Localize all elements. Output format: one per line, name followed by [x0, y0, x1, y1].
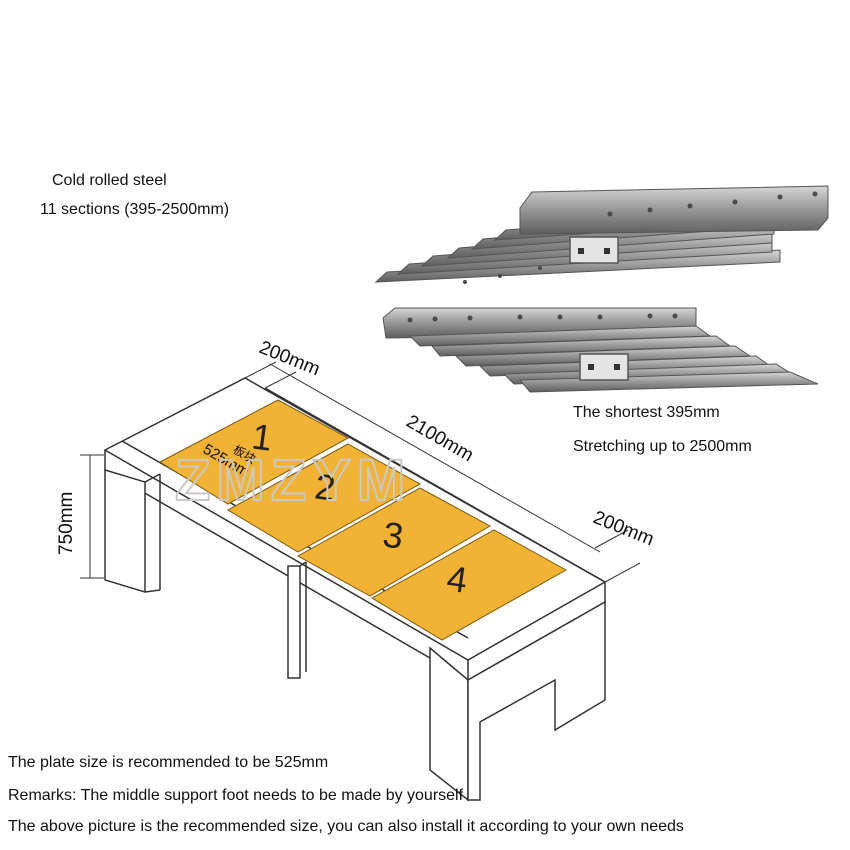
plate-3	[296, 487, 492, 597]
note-remarks: Remarks: The middle support foot needs t…	[8, 787, 464, 804]
material-label: Cold rolled steel	[52, 172, 167, 189]
table-height-label: 750mm	[56, 492, 77, 555]
rail-stretch-label: Stretching up to 2500mm	[573, 438, 752, 455]
slide-rail-upper	[374, 185, 829, 284]
note-plate-size: The plate size is recommended to be 525m…	[8, 754, 329, 771]
rail-shortest-label: The shortest 395mm	[573, 404, 720, 421]
note-recommendation: The above picture is the recommended siz…	[8, 818, 684, 835]
slide-rail-lower	[382, 307, 819, 393]
table-plates	[158, 399, 568, 641]
sections-label: 11 sections (395-2500mm)	[40, 201, 230, 218]
table-length-label: 2100mm	[403, 411, 478, 466]
plate-4	[371, 529, 568, 641]
dimension-lines	[80, 361, 641, 583]
watermark: ZMZYM	[175, 448, 411, 513]
plate-1	[158, 399, 350, 505]
bottom-end-width-label: 200mm	[590, 507, 657, 550]
top-end-width-label: 200mm	[256, 337, 323, 380]
plate-2	[226, 443, 422, 553]
